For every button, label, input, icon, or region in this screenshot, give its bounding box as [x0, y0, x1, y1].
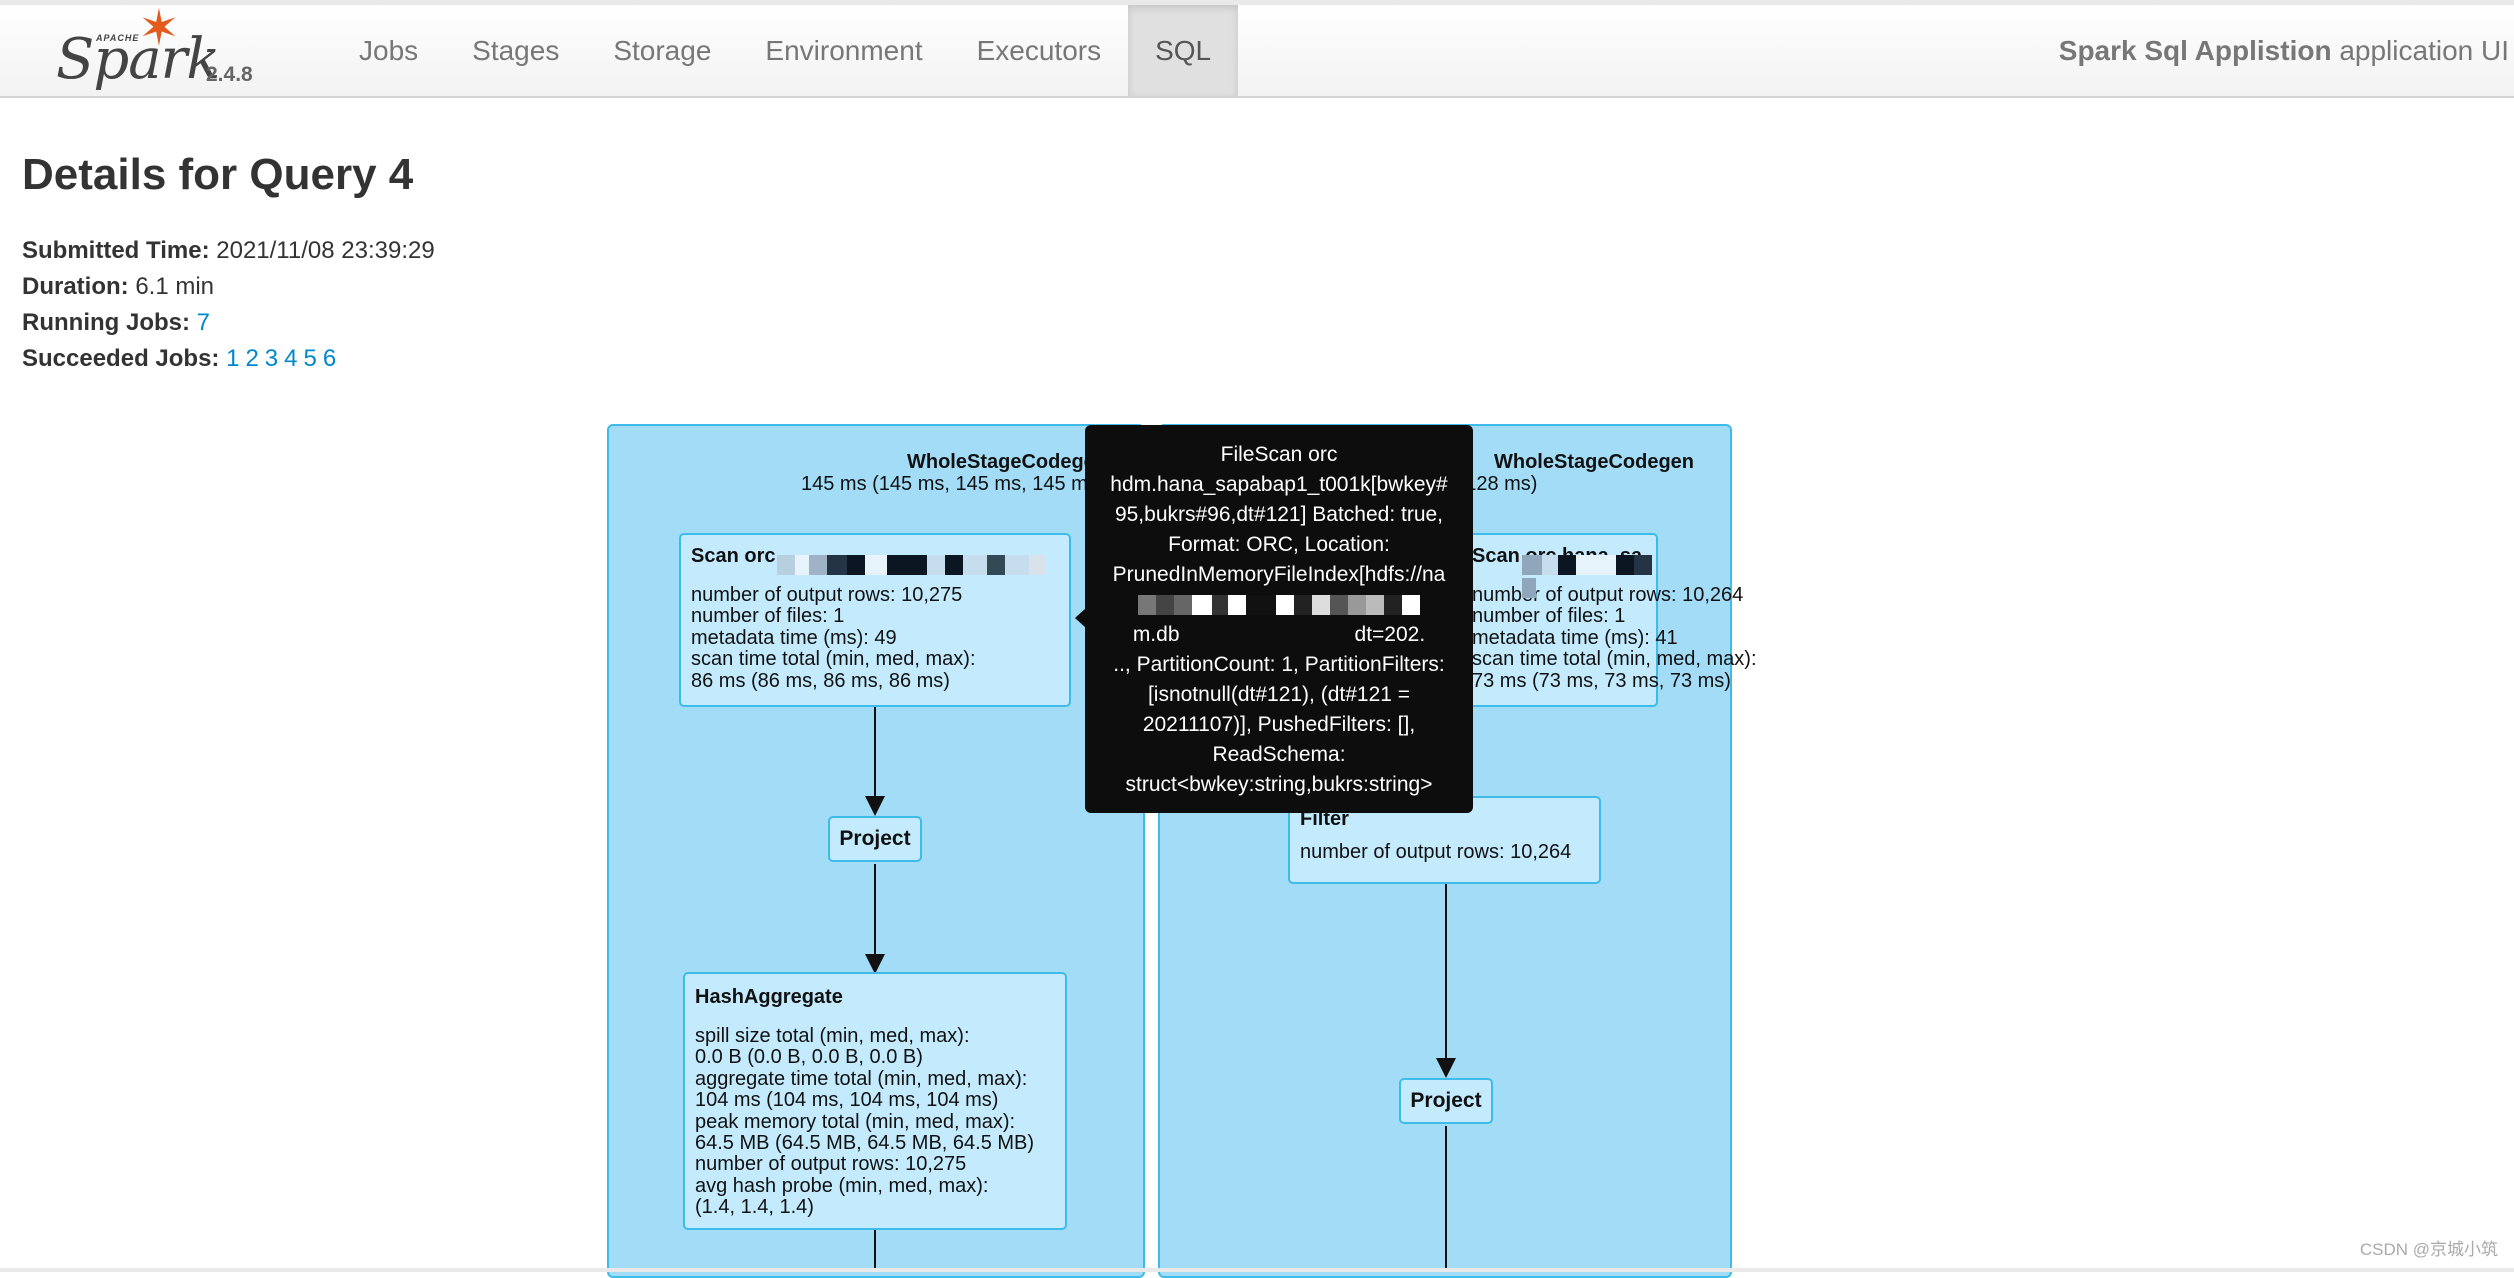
tooltip-line: PrunedInMemoryFileIndex[hdfs://na	[1112, 563, 1446, 586]
filter-name: Filter	[1300, 808, 1349, 830]
tooltip-line: FileScan orc	[1220, 443, 1338, 466]
succeeded-job-link[interactable]: 5	[303, 345, 317, 372]
hash-aggregate-name: HashAggregate	[695, 986, 843, 1008]
app-name: Spark Sql Applistion	[2058, 35, 2332, 66]
tooltip-arrow	[1075, 608, 1086, 628]
hash-aggregate-node[interactable]: HashAggregate spill size total (min, med…	[683, 972, 1067, 1230]
tab-executors[interactable]: Executors	[976, 35, 1102, 66]
project-right-label: Project	[1410, 1089, 1482, 1112]
running-jobs-label: Running Jobs:	[22, 309, 190, 336]
navbar: Spark APACHE ✶ 2.4.8 Jobs Stages Storage…	[0, 3, 2514, 98]
spark-star-icon: ✶	[138, 0, 180, 56]
tooltip-line: struct<bwkey:string,bukrs:string>	[1125, 773, 1433, 796]
tooltip-line: [isnotnull(dt#121), (dt#121 =	[1147, 683, 1411, 706]
succeeded-job-link[interactable]: 6	[322, 345, 337, 372]
query-summary: Submitted Time: 2021/11/08 23:39:29 Dura…	[22, 233, 435, 377]
scan-orc-node-left[interactable]: Scan orc number of output rows: 10,275 n…	[679, 533, 1071, 707]
redacted-table-name	[1522, 555, 1656, 601]
succeeded-job-link[interactable]: 3	[264, 345, 279, 372]
left-cluster-title: WholeStageCodegen	[907, 451, 1108, 473]
scan-orc-right-metrics: number of output rows: 10,264 number of …	[1472, 584, 1757, 692]
tooltip-line: .., PartitionCount: 1, PartitionFilters:	[1113, 653, 1445, 676]
tooltip-line: Format: ORC, Location:	[1168, 533, 1390, 556]
tab-sql[interactable]: SQL	[1128, 5, 1239, 96]
scan-orc-left-metrics: number of output rows: 10,275 number of …	[691, 584, 976, 692]
right-cluster-title: WholeStageCodegen	[1494, 451, 1695, 473]
filter-metrics: number of output rows: 10,264	[1300, 841, 1572, 863]
submitted-time-label: Submitted Time:	[22, 237, 210, 264]
submitted-time-row: Submitted Time: 2021/11/08 23:39:29	[22, 233, 435, 269]
spark-version: 2.4.8	[206, 63, 253, 86]
project-node-right[interactable]: Project	[1399, 1078, 1493, 1124]
app-title: Spark Sql Applistion application UI	[2059, 5, 2509, 96]
spark-logo[interactable]: Spark APACHE ✶ 2.4.8	[56, 3, 266, 93]
top-border	[0, 0, 2514, 5]
page-title: Details for Query 4	[22, 150, 414, 199]
duration-row: Duration: 6.1 min	[22, 269, 435, 305]
submitted-time-value: 2021/11/08 23:39:29	[216, 237, 435, 264]
project-left-label: Project	[839, 827, 911, 850]
tab-stages[interactable]: Stages	[472, 35, 560, 66]
scan-orc-left-name: Scan orc	[691, 545, 776, 567]
running-jobs-row: Running Jobs: 7	[22, 305, 435, 341]
nav-tabs: Jobs Stages Storage Environment Executor…	[332, 5, 1239, 96]
left-cluster-metric: 145 ms (145 ms, 145 ms, 145 ms)	[801, 473, 1105, 495]
brand-name: Spark	[56, 27, 220, 92]
bottom-border	[0, 1268, 2514, 1272]
tooltip-line: hdm.hana_sapabap1_t001k[bwkey#	[1110, 473, 1448, 496]
duration-value: 6.1 min	[135, 273, 215, 300]
tab-environment[interactable]: Environment	[765, 35, 923, 66]
tab-jobs[interactable]: Jobs	[359, 35, 419, 66]
running-job-link[interactable]: 7	[196, 309, 211, 336]
succeeded-jobs-label: Succeeded Jobs:	[22, 345, 220, 372]
tab-storage[interactable]: Storage	[613, 35, 712, 66]
succeeded-job-link[interactable]: 1	[226, 345, 240, 372]
tooltip-line: 20211107)], PushedFilters: [],	[1142, 713, 1416, 736]
watermark: CSDN @京城小筑	[2359, 1240, 2498, 1259]
tooltip-redacted-line	[1097, 590, 1461, 620]
tooltip-line: 95,bukrs#96,dt#121] Batched: true,	[1114, 503, 1444, 526]
node-tooltip: FileScan orc hdm.hana_sapabap1_t001k[bwk…	[1085, 425, 1473, 813]
tooltip-line: m.db dt=202.	[1132, 623, 1426, 646]
app-suffix: application UI	[2331, 35, 2509, 66]
brand-apache: APACHE	[96, 33, 140, 43]
project-node-left[interactable]: Project	[828, 816, 922, 862]
redacted-table-name	[777, 555, 1045, 578]
succeeded-job-link[interactable]: 2	[245, 345, 259, 372]
tooltip-line: ReadSchema:	[1212, 743, 1346, 766]
hash-aggregate-metrics: spill size total (min, med, max): 0.0 B …	[695, 1025, 1035, 1219]
succeeded-job-link[interactable]: 4	[284, 345, 298, 372]
duration-label: Duration:	[22, 273, 129, 300]
